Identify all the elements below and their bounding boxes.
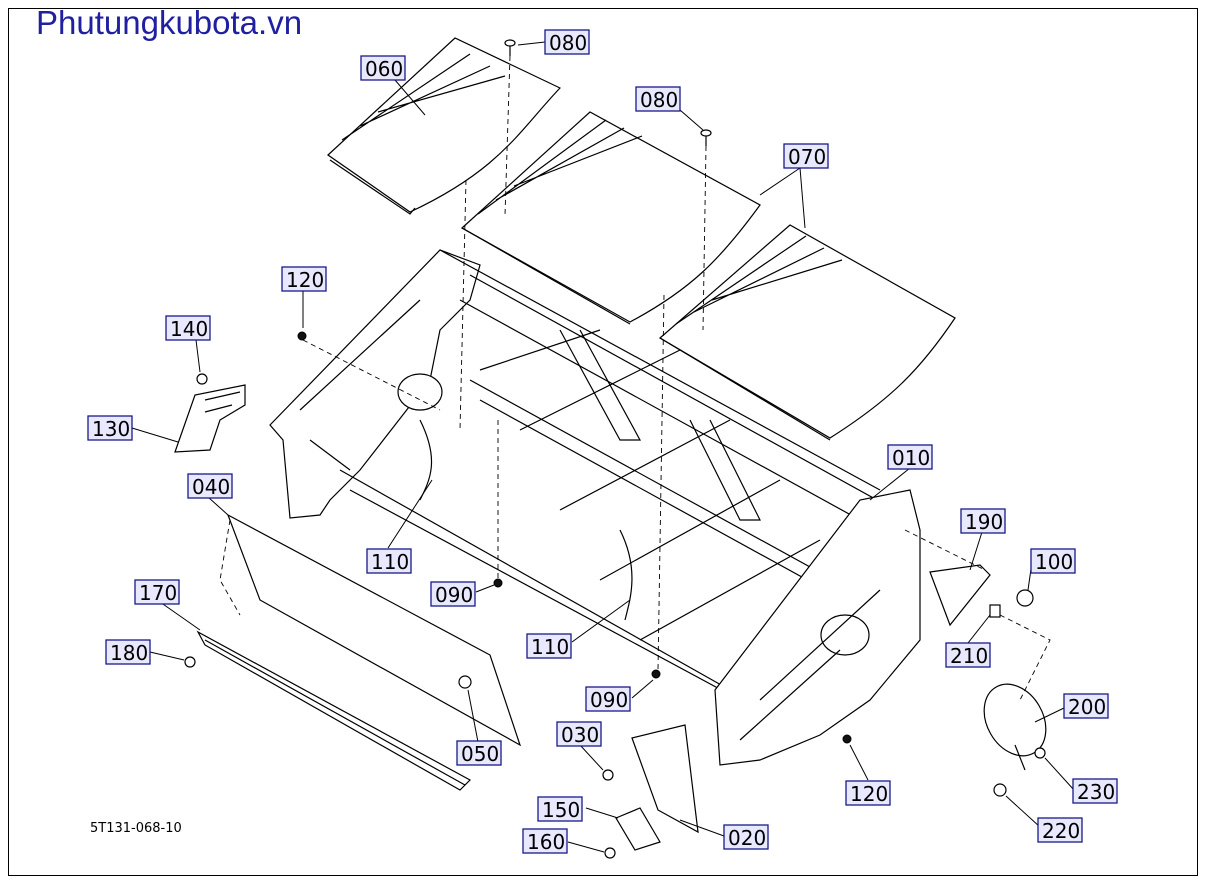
callout-080-top: 080 (544, 29, 590, 55)
bolt-080-left (504, 39, 516, 56)
callout-010: 010 (887, 444, 933, 470)
callout-210: 210 (945, 642, 991, 668)
cover-panel-060 (327, 37, 562, 215)
bracket-150 (615, 807, 661, 851)
callout-140: 140 (165, 315, 211, 341)
callout-070: 070 (783, 143, 829, 169)
svg-text:150: 150 (542, 798, 580, 822)
svg-text:060: 060 (365, 57, 403, 81)
svg-text:200: 200 (1068, 695, 1106, 719)
svg-text:220: 220 (1042, 819, 1080, 843)
cover-panel-070-center (460, 111, 761, 325)
svg-text:100: 100 (1035, 550, 1073, 574)
nut-230 (1034, 747, 1046, 759)
callout-120-top: 120 (281, 266, 327, 292)
nut-120-left (297, 331, 307, 341)
svg-text:020: 020 (728, 826, 766, 850)
leader-lines (131, 41, 1075, 853)
callout-230: 230 (1072, 778, 1118, 804)
plate-040 (226, 513, 522, 747)
callout-110-right: 110 (526, 633, 572, 659)
callout-020: 020 (723, 824, 769, 850)
svg-text:130: 130 (92, 417, 130, 441)
callout-090-left: 090 (430, 581, 476, 607)
svg-text:030: 030 (561, 723, 599, 747)
svg-text:110: 110 (531, 635, 569, 659)
callout-110-left: 110 (366, 548, 412, 574)
svg-text:120: 120 (286, 268, 324, 292)
callout-130: 130 (87, 415, 133, 441)
svg-text:070: 070 (788, 145, 826, 169)
callout-120-bottom: 120 (845, 780, 891, 806)
mirror-200 (983, 683, 1047, 771)
svg-text:160: 160 (527, 830, 565, 854)
bolt-050 (458, 675, 472, 689)
svg-text:170: 170 (139, 581, 177, 605)
collar-210 (989, 604, 1001, 618)
nut-090-right (651, 669, 661, 679)
callout-100: 100 (1030, 548, 1076, 574)
callout-030: 030 (556, 721, 602, 747)
callout-080-right: 080 (635, 86, 681, 112)
svg-text:180: 180 (110, 641, 148, 665)
svg-text:010: 010 (892, 446, 930, 470)
svg-text:090: 090 (590, 688, 628, 712)
callout-200: 200 (1063, 693, 1109, 719)
callout-190: 190 (960, 508, 1006, 534)
bracket-130 (174, 384, 246, 453)
nut-090-left (493, 578, 503, 588)
callout-180: 180 (105, 639, 151, 665)
nut-120-right (842, 734, 852, 744)
plate-020 (631, 724, 699, 834)
callout-170: 170 (134, 579, 180, 605)
svg-text:040: 040 (192, 475, 230, 499)
knob-100 (1016, 589, 1034, 607)
svg-text:190: 190 (965, 510, 1003, 534)
mirror-bracket-190 (929, 564, 991, 627)
bolt-030 (602, 769, 614, 781)
rail-170 (196, 630, 471, 791)
svg-text:140: 140 (170, 317, 208, 341)
callout-040: 040 (187, 473, 233, 499)
svg-text:090: 090 (435, 583, 473, 607)
svg-text:230: 230 (1077, 780, 1115, 804)
svg-text:210: 210 (950, 644, 988, 668)
drawing-number: 5T131-068-10 (90, 821, 182, 836)
main-frame-010 (269, 249, 921, 766)
svg-text:080: 080 (640, 88, 678, 112)
cover-panel-070-right (658, 224, 956, 441)
drawing-frame (8, 8, 1198, 876)
assembly-lines (219, 55, 1051, 701)
callout-050: 050 (456, 740, 502, 766)
bolt-160 (604, 847, 616, 859)
callout-160: 160 (522, 828, 568, 854)
callout-150: 150 (537, 796, 583, 822)
svg-text:080: 080 (549, 31, 587, 55)
bolt-140 (196, 373, 208, 385)
callout-060: 060 (360, 55, 406, 81)
callout-220: 220 (1037, 817, 1083, 843)
bolt-080-right (700, 129, 712, 146)
svg-text:110: 110 (371, 550, 409, 574)
svg-text:050: 050 (461, 742, 499, 766)
bolt-220 (993, 783, 1007, 797)
svg-text:120: 120 (850, 782, 888, 806)
watermark-text: Phutungkubota.vn (36, 4, 303, 41)
bolt-180 (184, 656, 196, 668)
callout-090-right: 090 (585, 686, 631, 712)
